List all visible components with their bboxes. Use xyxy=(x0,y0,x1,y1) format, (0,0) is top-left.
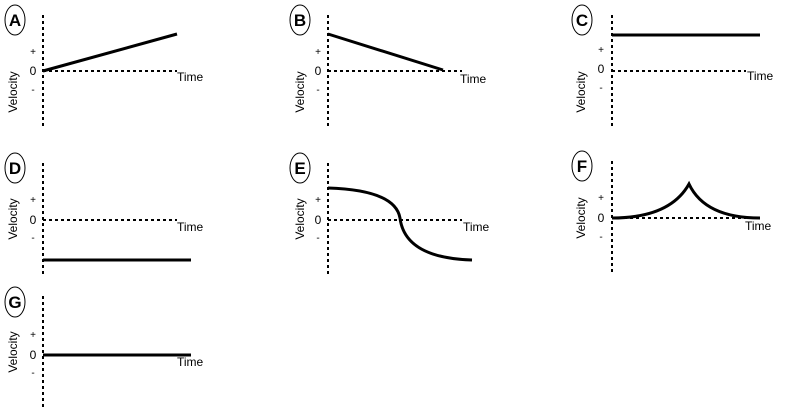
panel-label-oval xyxy=(571,4,593,36)
velocity-curve xyxy=(42,32,178,73)
plus-tick: + xyxy=(598,193,604,204)
plus-tick: + xyxy=(315,195,321,206)
minus-tick: - xyxy=(599,83,602,94)
y-axis-label: Velocity xyxy=(6,198,20,239)
zero-tick: 0 xyxy=(598,211,605,225)
y-axis-label: Velocity xyxy=(574,197,588,238)
panel-letter: E xyxy=(294,159,305,178)
panel-c: C Velocity + 0 - Time xyxy=(571,4,774,128)
plus-tick: + xyxy=(598,45,604,56)
panel-letter: B xyxy=(294,11,306,30)
minus-tick: - xyxy=(31,233,34,244)
panel-label-oval xyxy=(4,4,26,36)
x-axis-label: Time xyxy=(177,220,204,234)
plus-tick: + xyxy=(315,47,321,58)
y-axis-label: Velocity xyxy=(293,198,307,239)
panel-label-oval xyxy=(4,152,26,184)
panel-a: A Velocity + 0 - Time xyxy=(4,4,204,128)
y-axis-label: Velocity xyxy=(293,71,307,112)
panel-f: F Velocity + 0 - Time xyxy=(571,150,772,273)
y-axis-label: Velocity xyxy=(6,331,20,372)
zero-tick: 0 xyxy=(315,213,322,227)
panel-e: E Velocity + 0 - Time xyxy=(289,152,490,275)
x-axis-label: Time xyxy=(460,72,487,86)
y-axis-label: Velocity xyxy=(6,71,20,112)
y-axis-label: Velocity xyxy=(574,71,588,112)
panel-letter: D xyxy=(9,159,21,178)
velocity-curve xyxy=(327,32,444,72)
x-axis-label: Time xyxy=(745,219,772,233)
plus-tick: + xyxy=(30,195,36,206)
panel-label-oval xyxy=(571,150,593,182)
panel-d: D Velocity + 0 - Time xyxy=(4,152,204,275)
zero-tick: 0 xyxy=(30,64,37,78)
zero-tick: 0 xyxy=(315,64,322,78)
minus-tick: - xyxy=(31,368,34,379)
plus-tick: + xyxy=(30,330,36,341)
panel-b: B Velocity + 0 - Time xyxy=(289,4,487,128)
minus-tick: - xyxy=(316,85,319,96)
velocity-curve xyxy=(611,180,761,220)
panel-label-oval xyxy=(289,152,311,184)
plus-tick: + xyxy=(30,47,36,58)
x-axis-label: Time xyxy=(177,70,204,84)
minus-tick: - xyxy=(599,232,602,243)
panel-letter: A xyxy=(9,11,21,30)
zero-tick: 0 xyxy=(30,348,37,362)
panel-letter: C xyxy=(576,11,588,30)
zero-tick: 0 xyxy=(598,62,605,76)
x-axis-label: Time xyxy=(463,220,490,234)
x-axis-label: Time xyxy=(747,69,774,83)
panel-label-oval xyxy=(4,286,26,318)
panel-g: G Velocity + 0 - Time xyxy=(4,286,204,410)
panel-letter: G xyxy=(8,293,21,312)
velocity-curve xyxy=(327,186,473,262)
minus-tick: - xyxy=(316,233,319,244)
panel-label-oval xyxy=(289,4,311,36)
zero-tick: 0 xyxy=(30,213,37,227)
panel-letter: F xyxy=(577,157,587,176)
minus-tick: - xyxy=(31,85,34,96)
x-axis-label: Time xyxy=(177,355,204,369)
